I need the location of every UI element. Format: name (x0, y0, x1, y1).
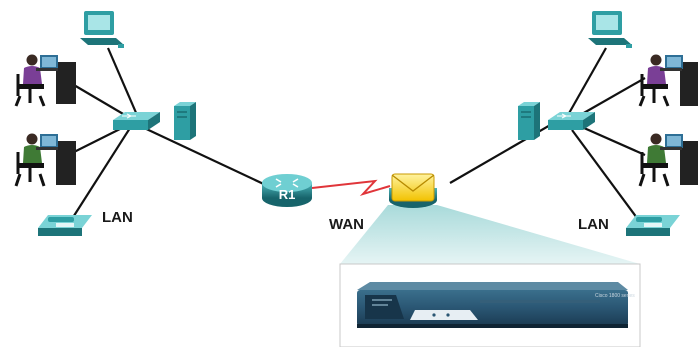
email-envelope-icon (391, 173, 435, 202)
wan-serial-link (311, 179, 391, 196)
right-lan-cables (449, 47, 646, 223)
lan-left-label: LAN (102, 209, 133, 226)
user-workstation-icon (14, 54, 76, 107)
left-ip-phone (38, 215, 92, 236)
right-user-green (638, 133, 698, 187)
router-chassis-image: Cisco 1800 series (357, 282, 635, 328)
desktop-computer-icon (80, 11, 124, 48)
server-icon (174, 102, 196, 140)
left-switch (113, 112, 160, 130)
right-ip-phone (626, 215, 680, 236)
switch-icon (548, 112, 595, 130)
left-lan-cables (61, 47, 271, 223)
right-switch (548, 112, 595, 130)
ip-phone-icon (626, 215, 680, 236)
envelope-router (389, 173, 437, 208)
right-server (518, 102, 540, 140)
desktop-computer-icon (588, 11, 632, 48)
right-desktop-computer (588, 11, 632, 48)
server-icon (518, 102, 540, 140)
right-user-purple (638, 54, 698, 107)
router-icon (275, 178, 299, 188)
wan-label: WAN (329, 216, 364, 233)
left-user-green (14, 133, 76, 187)
router-label: R1 (279, 187, 296, 202)
left-user-purple (14, 54, 76, 107)
zoom-callout (340, 205, 640, 264)
router-r1: R1 (262, 174, 312, 207)
left-server (174, 102, 196, 140)
ip-phone-icon (38, 215, 92, 236)
switch-icon (113, 112, 160, 130)
user-workstation-icon (14, 133, 76, 187)
user-workstation-icon (638, 54, 698, 107)
user-workstation-icon (638, 133, 698, 187)
chassis-model-text: Cisco 1800 series (595, 293, 635, 299)
lan-right-label: LAN (578, 216, 609, 233)
left-desktop-computer (80, 11, 124, 48)
